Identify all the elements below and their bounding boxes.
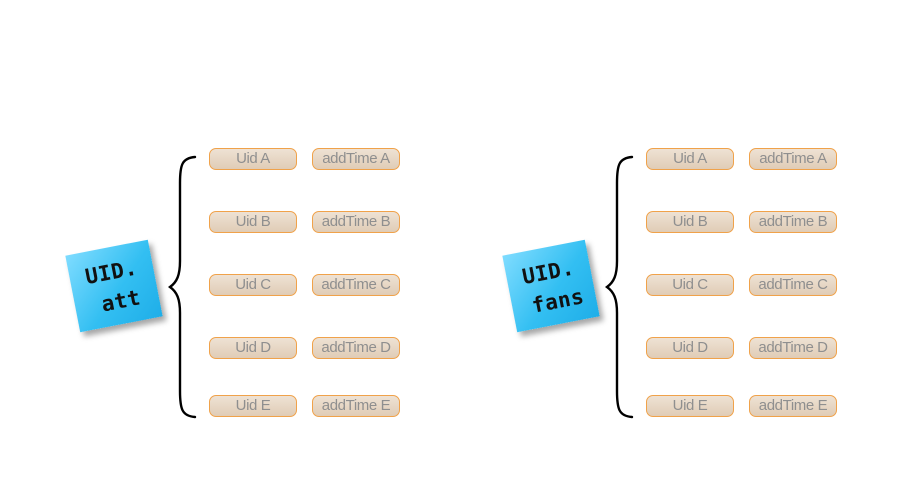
uid-d-label: Uid D (209, 337, 297, 359)
addtime-e-label: addTime E (312, 395, 400, 417)
uid-a-label: Uid A (646, 148, 734, 170)
uid-e-label: Uid E (209, 395, 297, 417)
sticky-note-fans: UID. fans (502, 239, 600, 333)
att-group: UID. att Uid A addTime A Uid B addTime B… (65, 148, 400, 419)
addtime-b-label: addTime B (749, 211, 837, 233)
addtime-c-label: addTime C (749, 274, 837, 296)
sticky-note-att: UID. att (65, 239, 163, 333)
uid-c-label: Uid C (646, 274, 734, 296)
uid-e-label: Uid E (646, 395, 734, 417)
sticky-note-line2: att (99, 285, 143, 317)
addtime-b-label: addTime B (312, 211, 400, 233)
addtime-a-label: addTime A (312, 148, 400, 170)
uid-b-label: Uid B (209, 211, 297, 233)
addtime-c-label: addTime C (312, 274, 400, 296)
uid-a-label: Uid A (209, 148, 297, 170)
curly-brace (168, 155, 197, 419)
addtime-d-label: addTime D (749, 337, 837, 359)
addtime-d-label: addTime D (312, 337, 400, 359)
fans-group: UID. fans Uid A addTime A Uid B addTime … (437, 0, 887, 482)
curly-brace (605, 155, 634, 419)
addtime-e-label: addTime E (749, 395, 837, 417)
uid-c-label: Uid C (209, 274, 297, 296)
uid-d-label: Uid D (646, 337, 734, 359)
uid-b-label: Uid B (646, 211, 734, 233)
addtime-a-label: addTime A (749, 148, 837, 170)
